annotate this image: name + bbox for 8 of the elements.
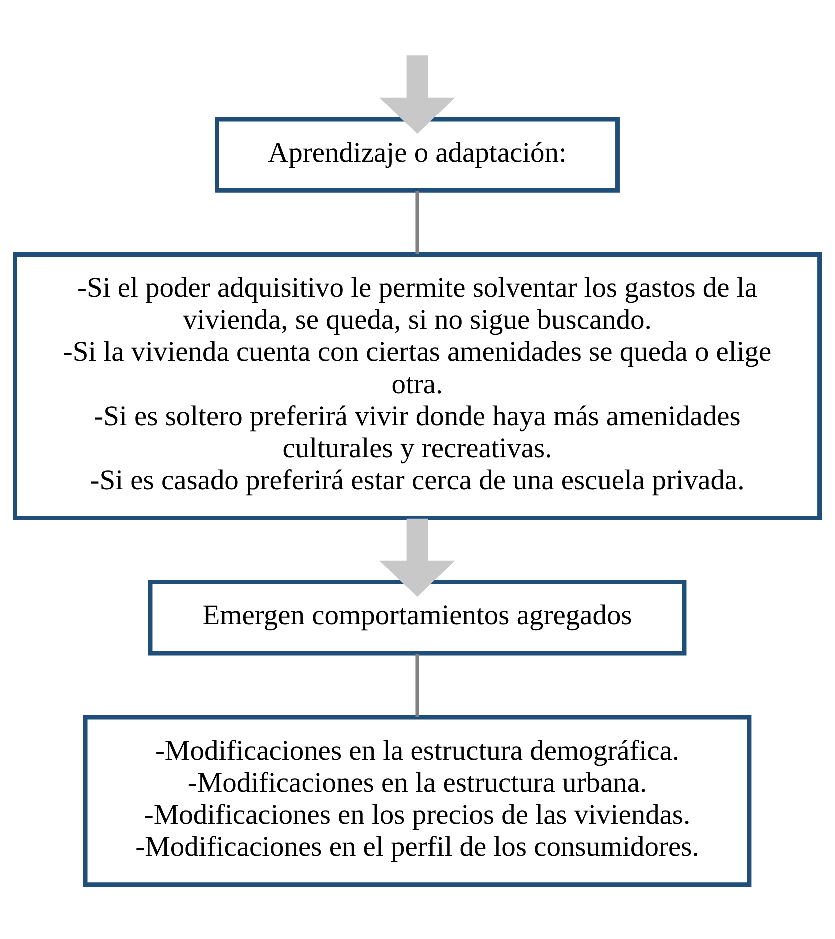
arrow [380, 56, 456, 134]
arrow [380, 518, 456, 597]
node-box: -Modificaciones en la estructura demográfica. -Modificaciones en la estructura urbana. -Modificaciones en los precios de las viviendas. -Modificaciones en el perfil de los consumidores. [83, 715, 752, 888]
connector [416, 190, 420, 255]
node-box: -Si el poder adquisitivo le permite solventar los gastos de la vivienda, se queda, si no sigue buscando. -Si la vivienda cuenta con ciertas amenidades se queda o elige otra. -Si es soltero preferirá vivir donde haya más amenidades culturales y recreativas. -Si es casado preferirá estar cerca de una escuela privada. [13, 252, 822, 520]
connector [416, 654, 420, 718]
node-box: Emergen comportamientos agregados [148, 580, 687, 656]
node-box: Aprendizaje o adaptación: [215, 117, 620, 193]
